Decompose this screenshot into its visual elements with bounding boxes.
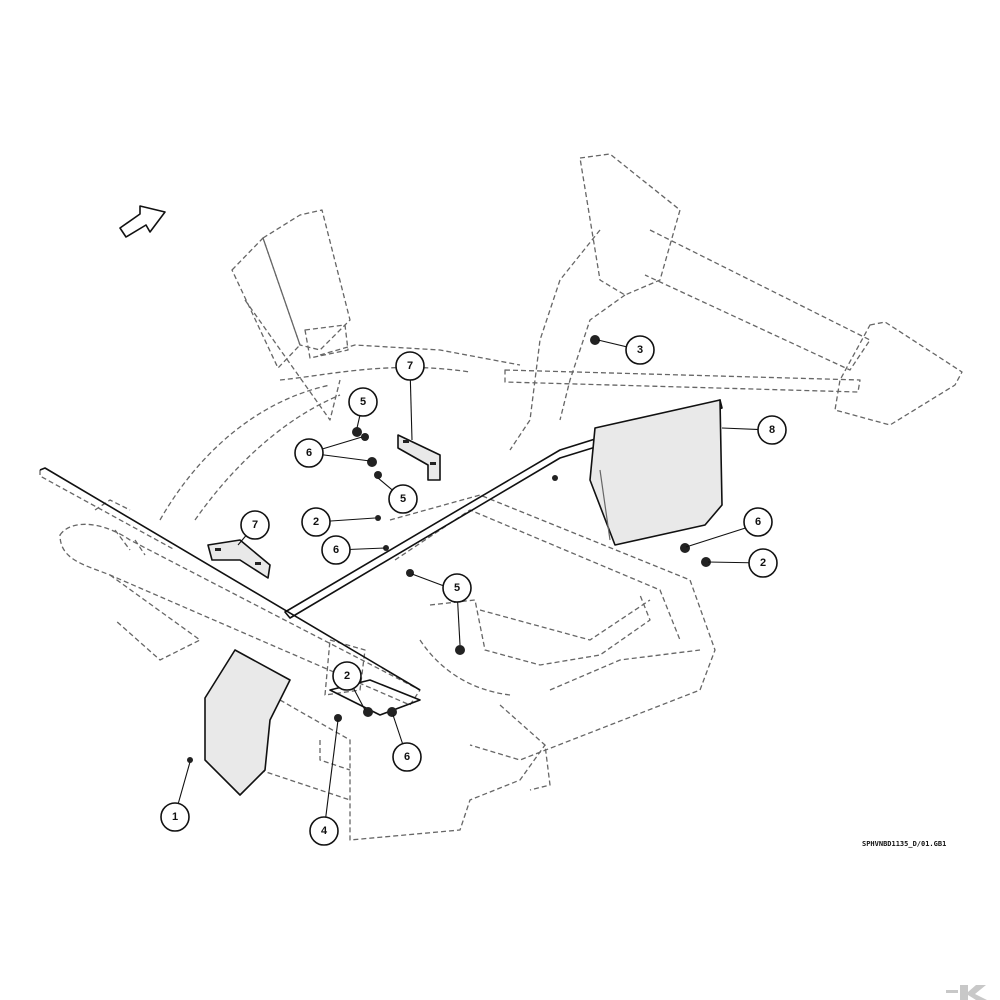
callout-label: 4 [321, 825, 328, 837]
shield-part-8 [589, 399, 723, 546]
callout-label: 8 [769, 424, 775, 436]
callout-5: 5 [388, 484, 418, 514]
callout-label: 2 [760, 557, 766, 569]
callout-label: 7 [252, 519, 258, 531]
callout-5: 5 [442, 573, 472, 603]
callout-label: 2 [313, 516, 319, 528]
callout-1: 1 [160, 802, 190, 832]
callout-label: 6 [755, 516, 761, 528]
callout-5: 5 [348, 387, 378, 417]
callout-label: 2 [344, 670, 350, 682]
fasteners [334, 335, 711, 722]
callout-label: 1 [172, 811, 178, 823]
callout-4: 4 [309, 816, 339, 846]
callout-7: 7 [240, 510, 270, 540]
bracket-part-7a [397, 434, 441, 481]
callout-2: 2 [748, 548, 778, 578]
machine-frame [39, 153, 963, 841]
callout-2: 2 [301, 507, 331, 537]
callout-label: 5 [360, 396, 366, 408]
callout-6: 6 [392, 742, 422, 772]
callout-8: 8 [757, 415, 787, 445]
callout-2: 2 [332, 661, 362, 691]
direction-arrow-icon [119, 205, 166, 238]
callout-6: 6 [321, 535, 351, 565]
callout-6: 6 [294, 438, 324, 468]
callout-label: 7 [407, 360, 413, 372]
reference-code: SPHVNBD1135_D/01.GB1 [862, 840, 946, 848]
callout-label: 6 [306, 447, 312, 459]
callout-label: 6 [333, 544, 339, 556]
skirt-part-1 [187, 649, 291, 796]
bracket-part-7b [207, 539, 271, 579]
callout-label: 6 [404, 751, 410, 763]
callout-label: 5 [454, 582, 460, 594]
callout-label: 5 [400, 493, 406, 505]
side-shield-rail [39, 399, 723, 691]
callout-6: 6 [743, 507, 773, 537]
callout-3: 3 [625, 335, 655, 365]
brand-logo-icon [946, 985, 987, 1000]
callout-label: 3 [637, 344, 643, 356]
callout-7: 7 [395, 351, 425, 381]
